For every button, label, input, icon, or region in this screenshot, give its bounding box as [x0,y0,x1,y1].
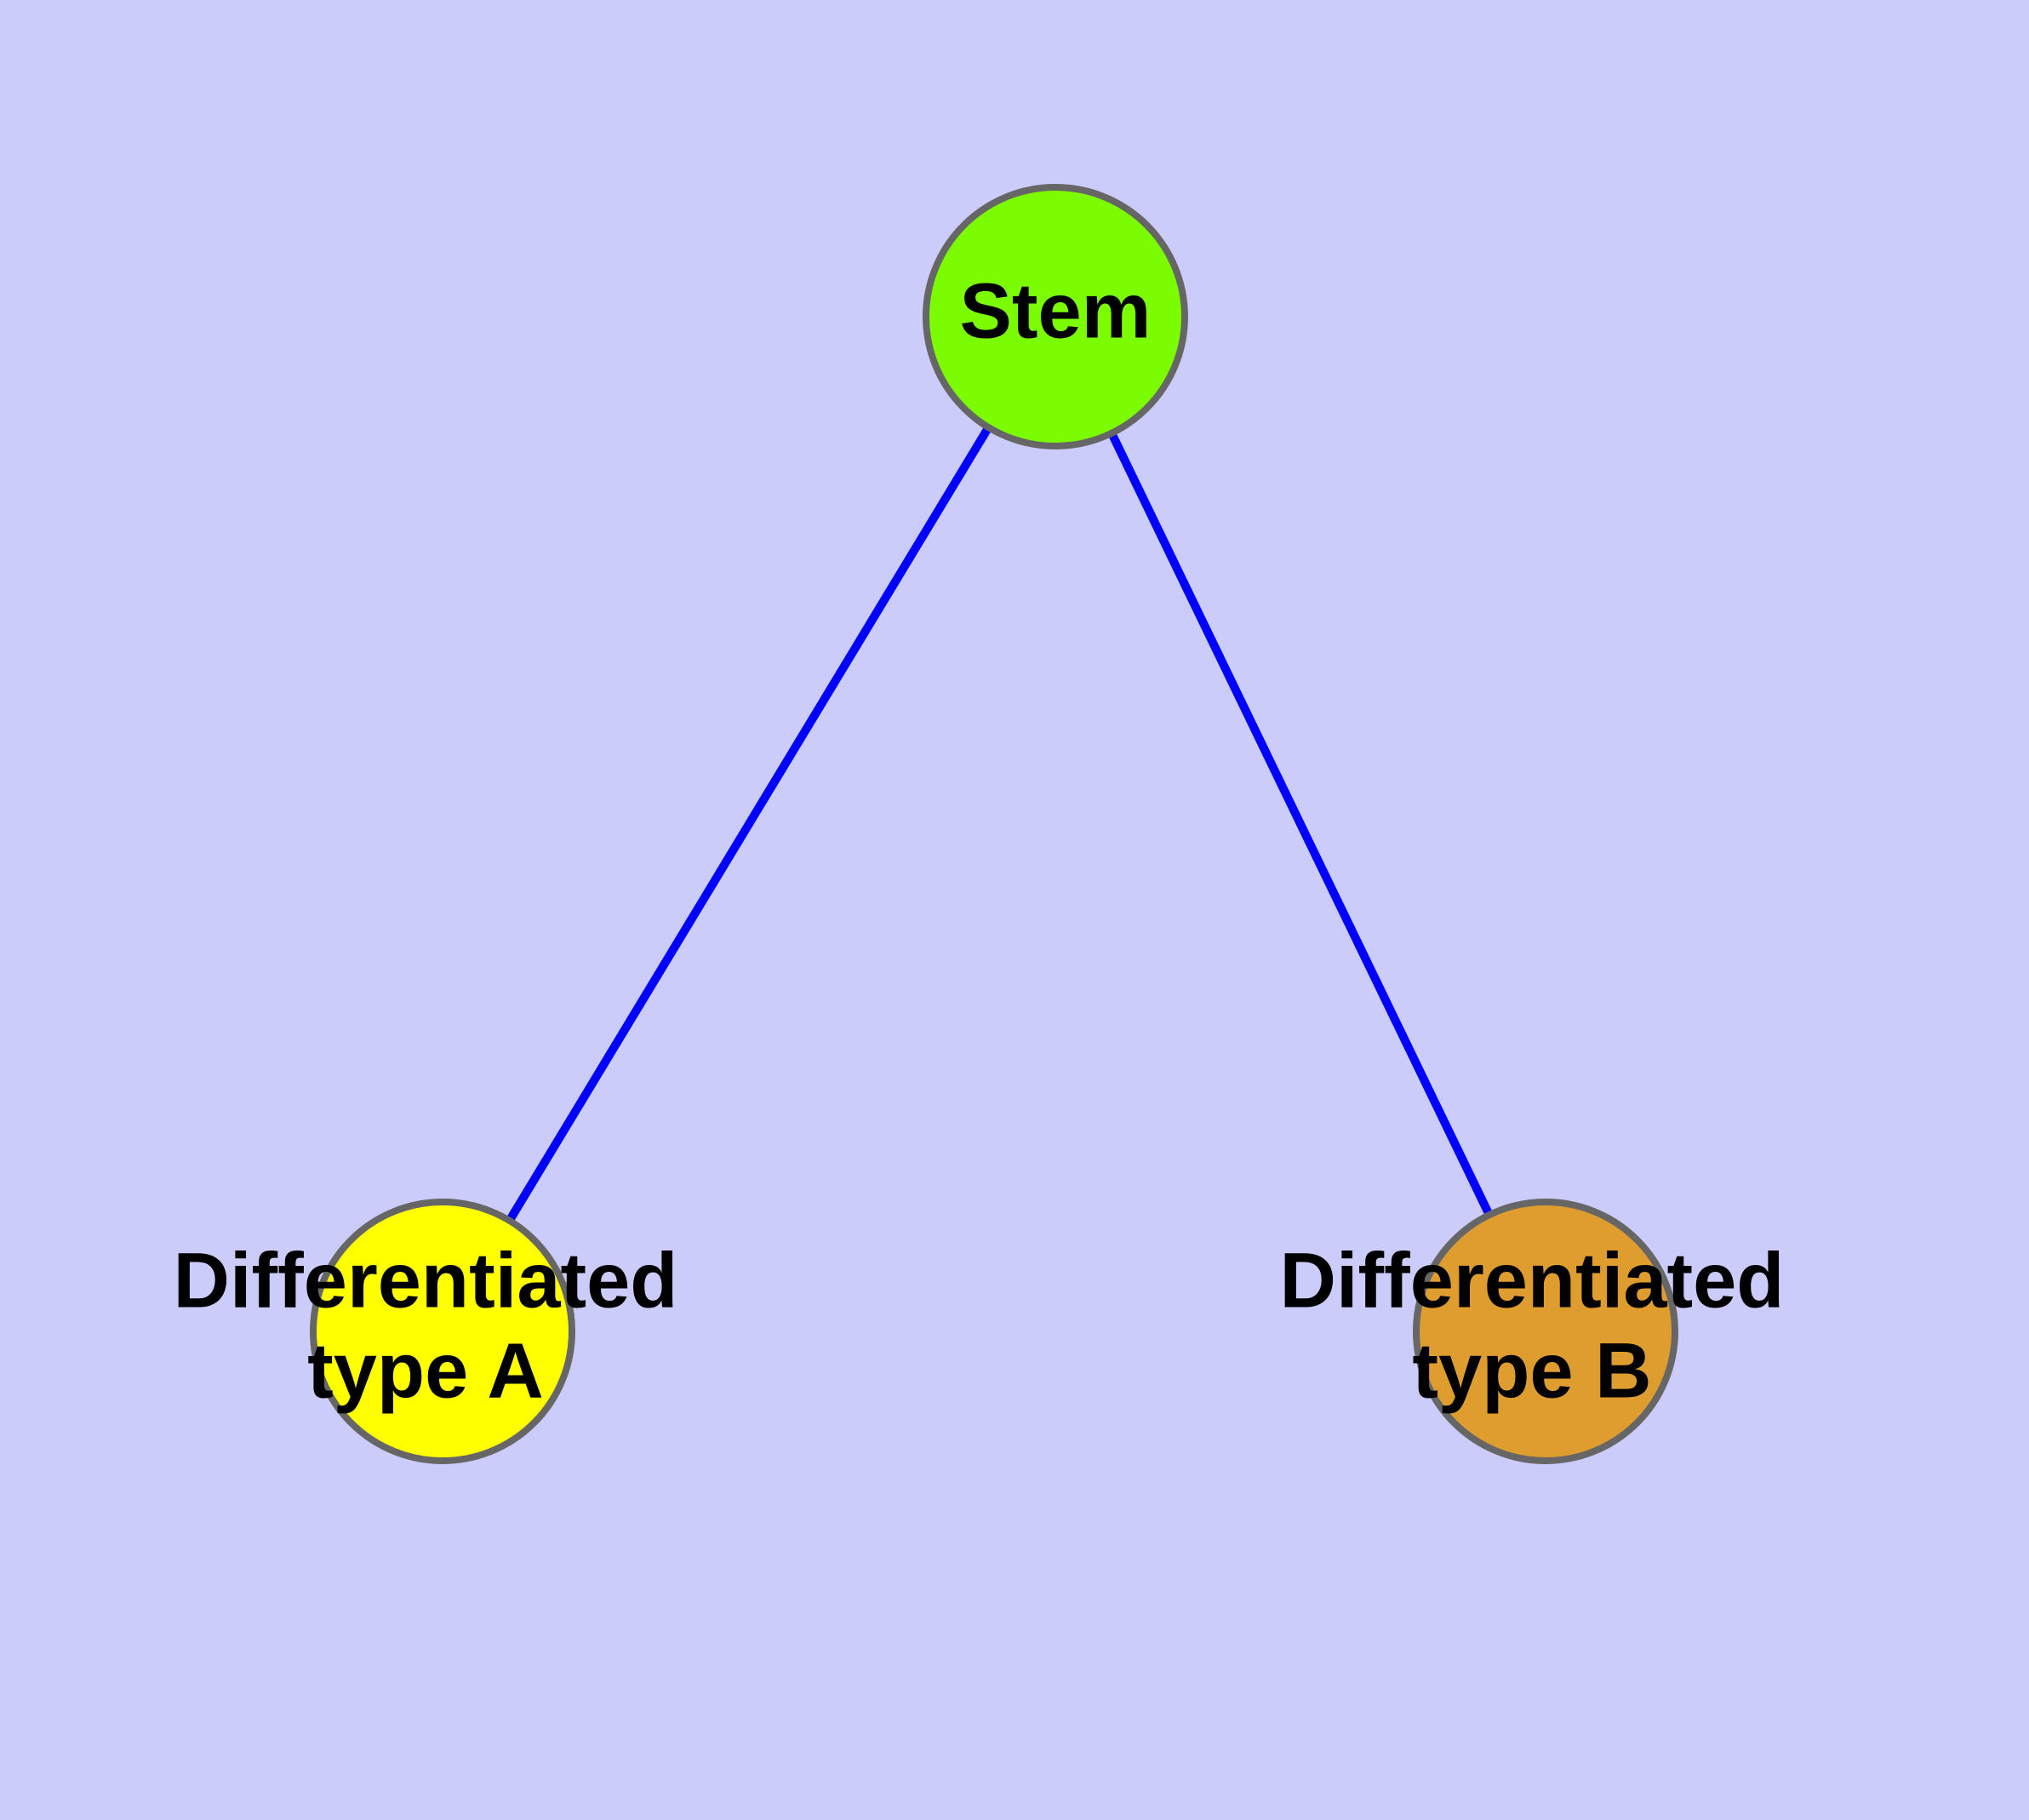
edge-stem-to-differentiated-type-b [1107,431,1494,1217]
nodes-layer: Stem Differentiated type A Differentiate… [174,184,1785,1464]
node-differentiated-type-a-circle[interactable] [310,1199,575,1464]
edges-layer [506,425,1494,1223]
node-stem-circle[interactable] [923,184,1188,449]
node-differentiated-type-b[interactable]: Differentiated type B [1280,1199,1785,1464]
node-differentiated-type-a[interactable]: Differentiated type A [174,1199,678,1464]
node-stem-label: Stem [960,267,1152,354]
node-differentiated-type-b-circle[interactable] [1413,1199,1678,1464]
node-differentiated-type-a-label-line1: Differentiated [174,1237,678,1324]
node-differentiated-type-a-label-line2: type A [307,1327,544,1414]
node-stem[interactable]: Stem [923,184,1188,449]
edge-stem-to-differentiated-type-a [506,425,992,1223]
node-differentiated-type-b-label-line2: type B [1412,1327,1651,1414]
node-differentiated-type-b-label-line1: Differentiated [1280,1237,1785,1324]
